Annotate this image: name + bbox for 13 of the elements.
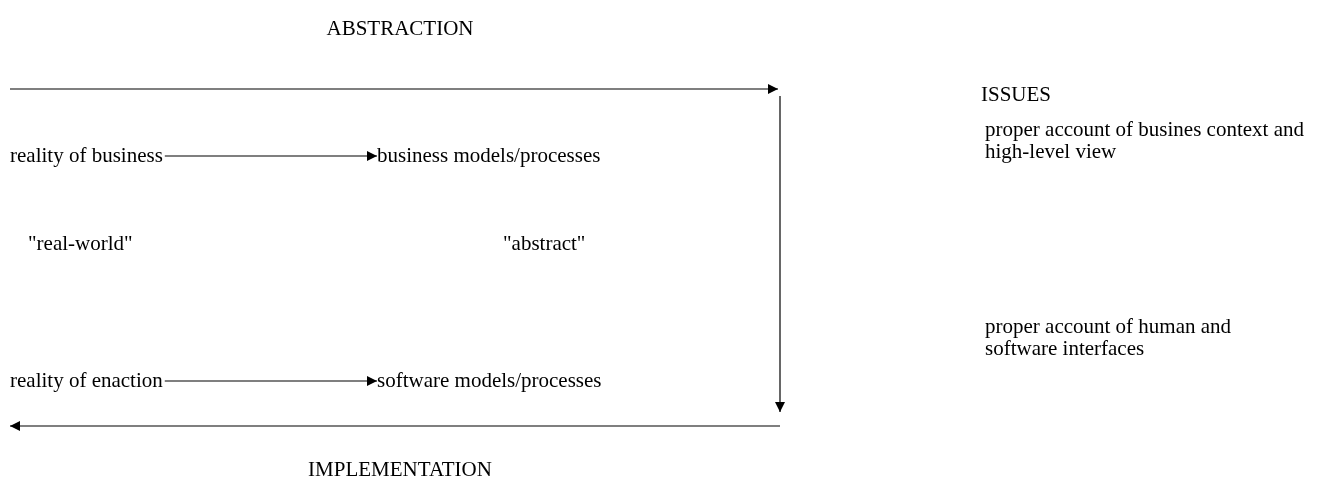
note-text: proper account of busines context and high-level view (985, 118, 1305, 162)
heading: IMPLEMENTATION (308, 458, 492, 480)
arrow (164, 151, 378, 161)
note-text: "real-world" (28, 232, 133, 254)
node-label: reality of business (10, 144, 163, 166)
node-label: business models/processes (377, 144, 601, 166)
note-text: "abstract" (503, 232, 586, 254)
note-text: proper account of human and software interfaces (985, 315, 1233, 359)
node-label: software models/processes (377, 369, 602, 391)
heading: ISSUES (981, 83, 1051, 105)
heading: ABSTRACTION (326, 17, 474, 39)
node-label: reality of enaction (10, 369, 163, 391)
arrow (164, 376, 378, 386)
